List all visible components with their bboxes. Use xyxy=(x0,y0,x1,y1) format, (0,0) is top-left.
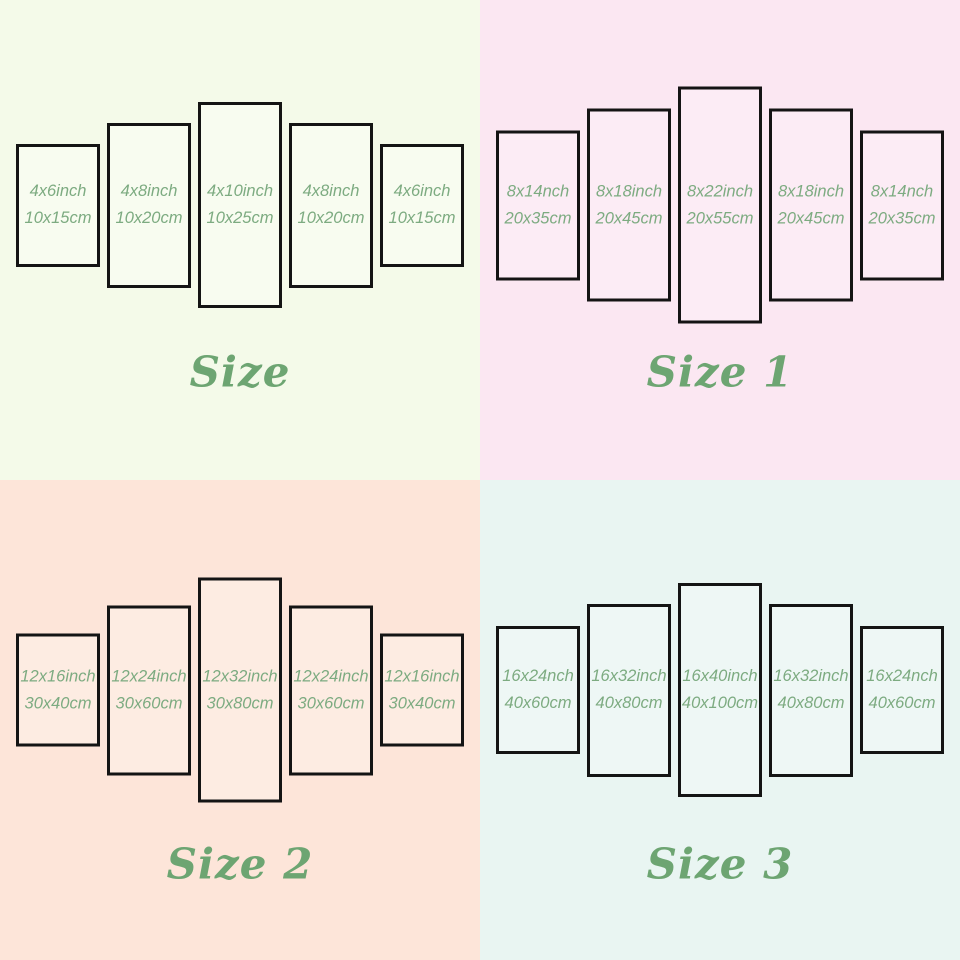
panel-size-inch: 16x24nch xyxy=(866,667,938,685)
canvas-panel: 16x32inch 40x80cm xyxy=(769,603,853,777)
panel-row: 16x24nch 40x60cm 16x32inch 40x80cm 16x40… xyxy=(480,583,960,797)
panel-size-inch: 12x16inch xyxy=(20,667,96,685)
panel-size-cm: 30x60cm xyxy=(115,694,183,712)
panel-size-inch: 4x6inch xyxy=(29,182,87,200)
panel-row: 8x14nch 20x35cm 8x18inch 20x45cm 8x22inc… xyxy=(480,86,960,324)
panel-size-cm: 20x35cm xyxy=(504,209,572,227)
panel-size-cm: 40x80cm xyxy=(595,694,663,712)
quadrant-title: Size 2 xyxy=(166,839,314,889)
panel-size-inch: 8x22inch xyxy=(686,182,754,200)
panel-size-cm: 10x15cm xyxy=(24,209,92,227)
panel-size-cm: 30x40cm xyxy=(24,694,92,712)
canvas-panel: 12x16inch 30x40cm xyxy=(16,633,100,747)
panel-size-inch: 16x40inch xyxy=(682,667,758,685)
panel-size-inch: 4x8inch xyxy=(120,182,178,200)
panel-size-inch: 12x24inch xyxy=(111,667,187,685)
canvas-panel: 4x6inch 10x15cm xyxy=(16,143,100,267)
panel-size-inch: 4x10inch xyxy=(206,182,274,200)
canvas-panel: 12x24inch 30x60cm xyxy=(107,605,191,775)
panel-size-inch: 12x32inch xyxy=(202,667,278,685)
panel-size-inch: 16x32inch xyxy=(773,667,849,685)
panel-size-cm: 40x80cm xyxy=(777,694,845,712)
panel-size-inch: 16x24nch xyxy=(502,667,574,685)
canvas-panel: 16x24nch 40x60cm xyxy=(496,626,580,754)
canvas-panel: 4x10inch 10x25cm xyxy=(198,102,282,308)
quadrant-size-3: 16x24nch 40x60cm 16x32inch 40x80cm 16x40… xyxy=(480,480,960,960)
panel-size-cm: 10x20cm xyxy=(297,209,365,227)
canvas-panel: 4x6inch 10x15cm xyxy=(380,143,464,267)
quadrant-size-2: 12x16inch 30x40cm 12x24inch 30x60cm 12x3… xyxy=(0,480,480,960)
panel-size-inch: 4x6inch xyxy=(393,182,451,200)
canvas-panel: 12x24inch 30x60cm xyxy=(289,605,373,775)
panel-size-cm: 10x20cm xyxy=(115,209,183,227)
panel-row: 4x6inch 10x15cm 4x8inch 10x20cm 4x10inch… xyxy=(0,102,480,308)
panel-size-cm: 30x60cm xyxy=(297,694,365,712)
canvas-panel: 4x8inch 10x20cm xyxy=(107,122,191,288)
panel-size-cm: 30x80cm xyxy=(206,694,274,712)
canvas-panel: 8x18inch 20x45cm xyxy=(769,108,853,302)
panel-size-cm: 10x25cm xyxy=(206,209,274,227)
quadrant-title: Size 1 xyxy=(646,347,794,397)
canvas-panel: 8x14nch 20x35cm xyxy=(860,130,944,280)
panel-size-cm: 20x35cm xyxy=(868,209,936,227)
canvas-panel: 16x32inch 40x80cm xyxy=(587,603,671,777)
panel-size-cm: 40x60cm xyxy=(504,694,572,712)
canvas-panel: 16x40inch 40x100cm xyxy=(678,583,762,797)
quadrant-title: Size 3 xyxy=(646,839,794,889)
panel-size-cm: 20x45cm xyxy=(595,209,663,227)
panel-size-cm: 30x40cm xyxy=(388,694,456,712)
panel-size-inch: 12x16inch xyxy=(384,667,460,685)
canvas-panel: 8x18inch 20x45cm xyxy=(587,108,671,302)
panel-size-cm: 10x15cm xyxy=(388,209,456,227)
panel-size-cm: 20x55cm xyxy=(686,209,754,227)
panel-size-inch: 16x32inch xyxy=(591,667,667,685)
canvas-panel: 8x22inch 20x55cm xyxy=(678,86,762,324)
panel-size-inch: 4x8inch xyxy=(302,182,360,200)
canvas-panel: 16x24nch 40x60cm xyxy=(860,626,944,754)
panel-size-inch: 8x18inch xyxy=(777,182,845,200)
panel-size-cm: 40x60cm xyxy=(868,694,936,712)
canvas-panel: 12x32inch 30x80cm xyxy=(198,577,282,803)
panel-size-inch: 8x14nch xyxy=(506,182,570,200)
panel-size-cm: 40x100cm xyxy=(681,694,759,712)
canvas-panel: 8x14nch 20x35cm xyxy=(496,130,580,280)
panel-row: 12x16inch 30x40cm 12x24inch 30x60cm 12x3… xyxy=(0,577,480,803)
canvas-panel: 12x16inch 30x40cm xyxy=(380,633,464,747)
quadrant-size: 4x6inch 10x15cm 4x8inch 10x20cm 4x10inch… xyxy=(0,0,480,480)
quadrant-size-1: 8x14nch 20x35cm 8x18inch 20x45cm 8x22inc… xyxy=(480,0,960,480)
panel-size-inch: 8x14nch xyxy=(870,182,934,200)
quadrant-title: Size xyxy=(189,347,291,397)
canvas-panel: 4x8inch 10x20cm xyxy=(289,122,373,288)
panel-size-inch: 12x24inch xyxy=(293,667,369,685)
panel-size-inch: 8x18inch xyxy=(595,182,663,200)
panel-size-cm: 20x45cm xyxy=(777,209,845,227)
